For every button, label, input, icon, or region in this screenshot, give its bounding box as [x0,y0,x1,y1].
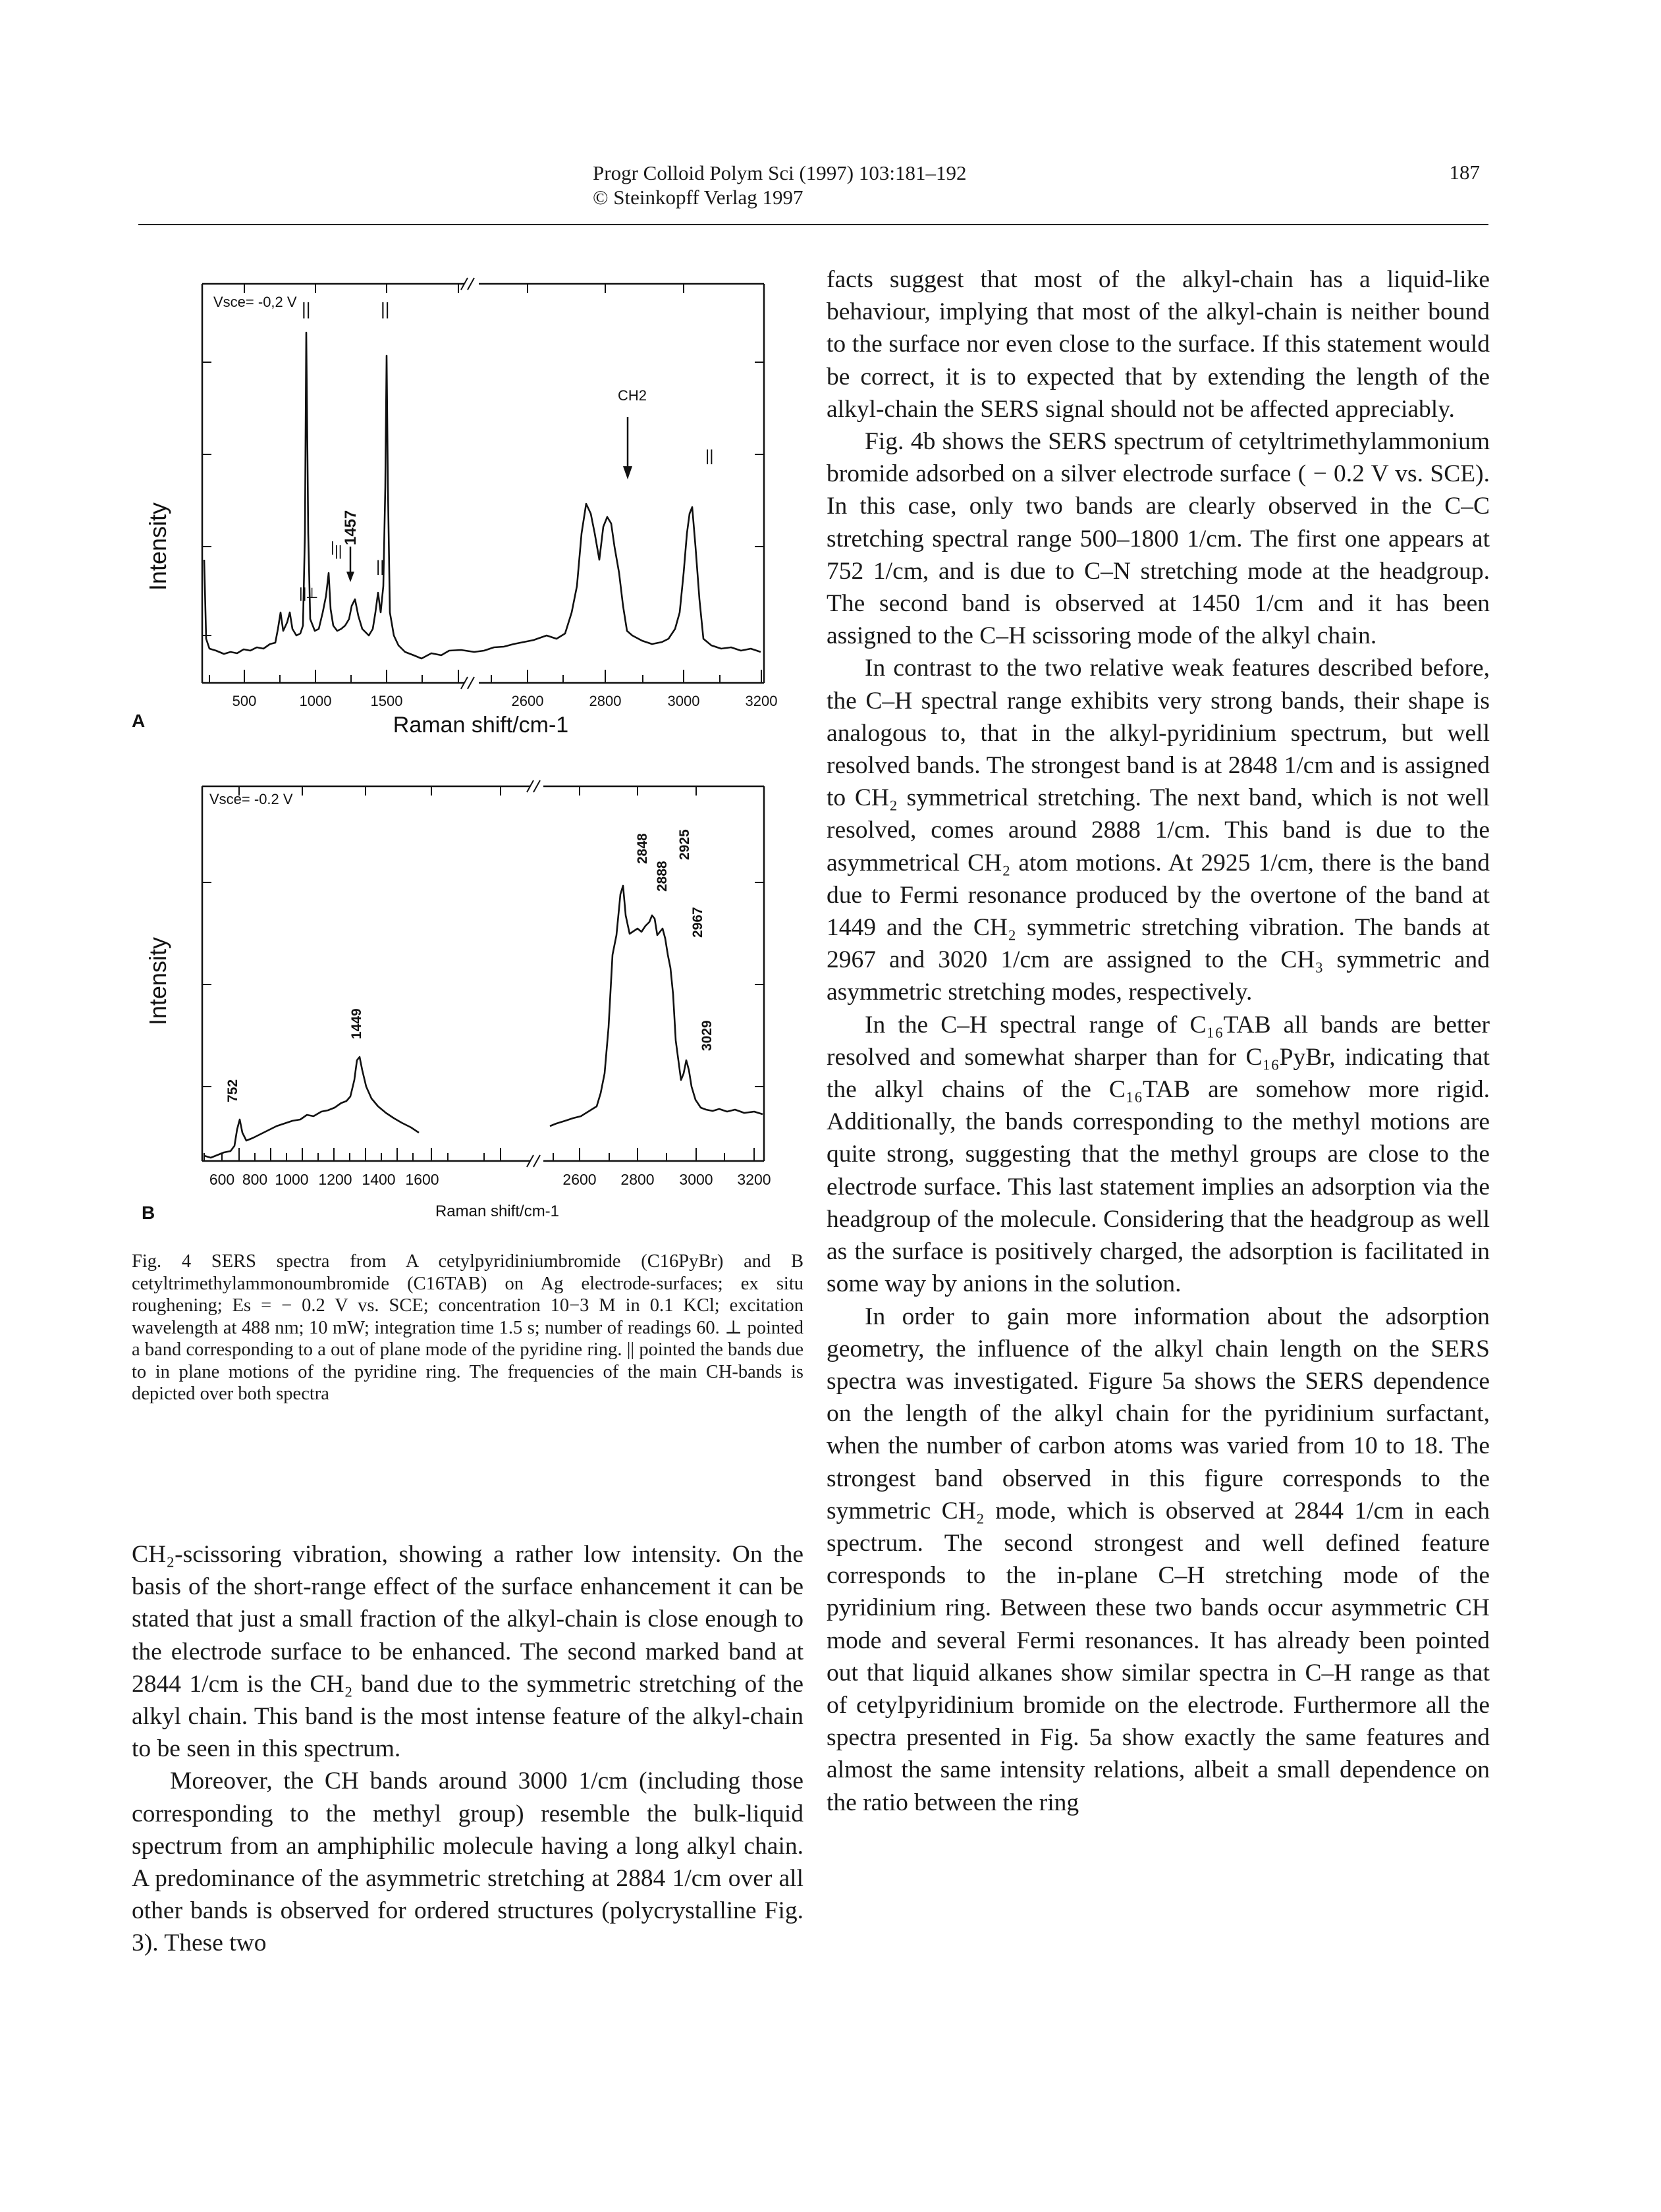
tick-label: 500 [232,693,257,709]
tick-label: 2600 [512,693,544,709]
running-header: Progr Colloid Polym Sci (1997) 103:181–1… [0,161,1661,213]
panel-b-letter: B [142,1202,155,1223]
svg-text:||: || [376,558,384,576]
panel-b-voltage-label: Vsce= -0.2 V [209,791,293,807]
svg-text:|: | [331,539,335,555]
tick-label: 3000 [679,1171,713,1188]
panel-b-ylabel: Intensity [144,937,171,1025]
tick-label: 1000 [300,693,332,709]
svg-text:||: || [302,299,311,319]
paragraph: CH₂-scissoring vibration, showing a rath… [132,1541,803,1763]
caption-text: SERS spectra from A cetylpyridiniumbromi… [132,1251,803,1404]
right-column-text: facts suggest that most of the alkyl-cha… [827,263,1490,1819]
tick-label: 2800 [620,1171,654,1188]
header-rule [138,224,1488,225]
citation-line-2: © Steinkopff Verlag 1997 [593,186,803,209]
tick-label: 3000 [668,693,700,709]
tick-label: 800 [242,1171,267,1188]
svg-text:||: || [335,543,342,559]
left-column-text: CH₂-scissoring vibration, showing a rath… [132,1538,803,1960]
tick-label: 3200 [737,1171,771,1188]
panel-a-spectrum: Vsce= -0,2 V || || CH2 || || | || || ⊥ 1… [132,277,778,738]
panel-a-ch2-label: CH2 [618,387,647,404]
figure-caption: Fig. 4 SERS spectra from A cetylpyridini… [132,1251,803,1405]
tick-label: 2800 [589,693,622,709]
panel-b-tick-labels: 600 800 1000 1200 1400 1600 2600 2800 30… [209,1171,771,1188]
peak-label: 2848 [635,833,650,864]
paragraph: Moreover, the CH bands around 3000 1/cm … [132,1767,803,1957]
tick-label: 1500 [371,693,403,709]
paragraph: In the C–H spectral range of C₁₆TAB all … [827,1011,1490,1298]
panel-b-spectrum: Vsce= -0.2 V 752 1449 2848 2888 2925 296… [142,780,771,1223]
figure-label: Fig. 4 [132,1251,192,1272]
paragraph: facts suggest that most of the alkyl-cha… [827,266,1490,423]
paragraph: In order to gain more information about … [827,1303,1490,1816]
peak-label: 2967 [690,907,705,938]
peak-label: 752 [225,1079,240,1102]
peak-label: 2888 [655,861,670,892]
tick-label: 600 [209,1171,234,1188]
citation-line-1: Progr Colloid Polym Sci (1997) 103:181–1… [593,161,967,184]
svg-text:||: || [705,447,713,465]
figure-4: Vsce= -0,2 V || || CH2 || || | || || ⊥ 1… [132,270,803,1231]
panel-a-tick-labels: 500 1000 1500 2600 2800 3000 3200 [232,693,778,709]
peak-label: 2925 [677,829,692,860]
tick-label: 3200 [746,693,778,709]
paragraph: Fig. 4b shows the SERS spectrum of cetyl… [827,428,1490,650]
peak-label: 1449 [349,1008,364,1039]
panel-a-peak-1457: 1457 [342,510,360,545]
panel-a-voltage-label: Vsce= -0,2 V [213,294,297,310]
peak-label: 3029 [699,1020,715,1051]
tick-label: 1600 [405,1171,439,1188]
tick-label: 2600 [562,1171,596,1188]
tick-label: 1400 [362,1171,395,1188]
svg-text:⊥: ⊥ [306,585,318,601]
journal-citation: Progr Colloid Polym Sci (1997) 103:181–1… [593,161,967,209]
panel-a-letter: A [132,711,145,731]
svg-text:||: || [381,299,390,319]
paragraph: In contrast to the two relative weak fea… [827,655,1490,1006]
tick-label: 1000 [275,1171,308,1188]
svg-text:||: || [299,585,306,601]
tick-label: 1200 [318,1171,352,1188]
panel-a-ylabel: Intensity [144,502,171,591]
panel-a-xlabel: Raman shift/cm-1 [393,713,568,738]
panel-b-xlabel: Raman shift/cm-1 [435,1202,559,1220]
page-number: 187 [1449,161,1481,184]
